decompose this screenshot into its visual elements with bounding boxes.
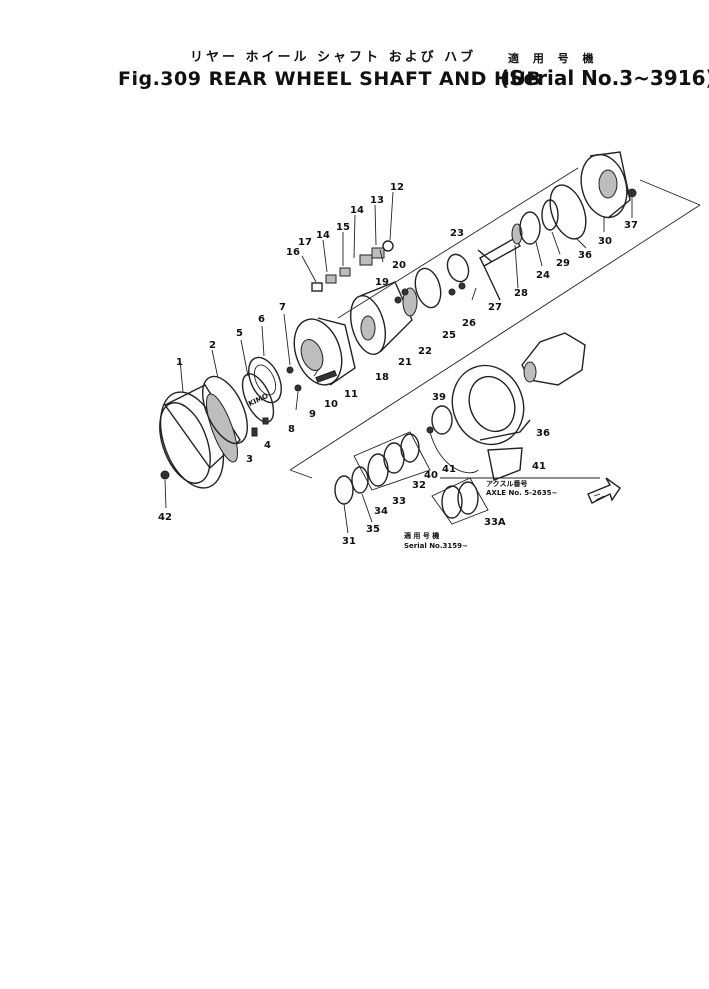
- label-22: 22: [418, 346, 432, 357]
- label-25: 25: [442, 330, 456, 341]
- label-3: 3: [246, 454, 253, 465]
- serial-note-jp: 適 用 号 機: [404, 531, 439, 540]
- label-9: 9: [309, 409, 316, 420]
- label-14-upper: 14: [350, 205, 364, 216]
- label-28: 28: [514, 288, 528, 299]
- part-2-o-ring: [201, 375, 249, 445]
- label-12: 12: [390, 182, 404, 193]
- part-36-o-ring: [549, 184, 587, 240]
- part-1-drum: [159, 384, 241, 489]
- serial-note-number: Serial No.3159~: [404, 542, 468, 550]
- label-33a: 33A: [484, 517, 506, 528]
- part-6-gasket: [248, 356, 282, 404]
- label-42: 42: [158, 512, 172, 523]
- label-6: 6: [258, 314, 265, 325]
- label-17: 17: [298, 237, 312, 248]
- leader-lines: [164, 191, 633, 534]
- label-7: 7: [279, 302, 286, 313]
- label-39: 39: [432, 392, 446, 403]
- japanese-serial-heading: 適 用 号 機: [508, 52, 599, 65]
- label-2: 2: [209, 340, 216, 351]
- label-29: 29: [556, 258, 570, 269]
- axle-housing: [521, 332, 586, 386]
- figure-title: Fig.309 REAR WHEEL SHAFT AND HUB: [118, 68, 542, 90]
- label-14-lower: 14: [316, 230, 330, 241]
- label-19: 19: [375, 277, 389, 288]
- part-38-brake-housing: [451, 364, 531, 446]
- label-18: 18: [375, 372, 389, 383]
- label-23: 23: [450, 228, 464, 239]
- label-10: 10: [324, 399, 338, 410]
- axle-note-number: AXLE No. 5-2635~: [486, 489, 558, 497]
- part-22-gear: [394, 267, 442, 317]
- part-39-seal: [426, 405, 479, 474]
- label-11: 11: [344, 389, 358, 400]
- label-24: 24: [536, 270, 550, 281]
- part-10-pin: [315, 370, 338, 383]
- label-31: 31: [342, 536, 356, 547]
- label-1: 1: [176, 357, 183, 368]
- part-number-labels: 1 2 3 4 5 6 7 8 9 10 11 12 13 14 14 15 1…: [158, 182, 638, 547]
- label-15: 15: [336, 222, 350, 233]
- label-16: 16: [286, 247, 300, 258]
- part-33a-rings: [431, 477, 489, 525]
- label-20: 20: [392, 260, 406, 271]
- axle-note-jp: アクスル番号: [486, 479, 527, 488]
- part-30-hub: [580, 151, 637, 219]
- label-33: 33: [392, 496, 406, 507]
- label-8: 8: [288, 424, 295, 435]
- label-5: 5: [236, 328, 243, 339]
- label-21: 21: [398, 357, 412, 368]
- part-41-plate: [487, 447, 523, 481]
- label-27: 27: [488, 302, 502, 313]
- applicability-notes: アクスル番号 AXLE No. 5-2635~ 適 用 号 機 Serial N…: [404, 479, 558, 550]
- part-27-shaft: [477, 237, 521, 301]
- japanese-title: リヤー ホイール シャフト および ハブ: [190, 50, 477, 65]
- hatched-direction-arrow-icon: [587, 477, 621, 504]
- label-4: 4: [264, 440, 271, 451]
- label-36-upper: 36: [578, 250, 592, 261]
- part-5-plate: KIMO: [241, 373, 275, 423]
- label-41-right: 41: [532, 461, 546, 472]
- label-30: 30: [598, 236, 612, 247]
- label-26: 26: [462, 318, 476, 329]
- label-38-lower-36: 36: [536, 428, 550, 439]
- label-34: 34: [374, 506, 388, 517]
- label-37: 37: [624, 220, 638, 231]
- label-13: 13: [370, 195, 384, 206]
- label-40: 40: [424, 470, 438, 481]
- part-31-35-rings: [334, 431, 431, 505]
- label-35: 35: [366, 524, 380, 535]
- part-11-carrier: [293, 317, 356, 386]
- part-23-ring: [446, 253, 470, 296]
- part-28-bearing: [511, 199, 559, 245]
- small-gear-stack: [311, 240, 394, 292]
- axis-guide-lines: [289, 167, 701, 479]
- small-bolts: [160, 366, 302, 480]
- label-41-left: 41: [442, 464, 456, 475]
- serial-range-title: (Serial No.3~3916): [500, 66, 709, 90]
- label-32: 32: [412, 480, 426, 491]
